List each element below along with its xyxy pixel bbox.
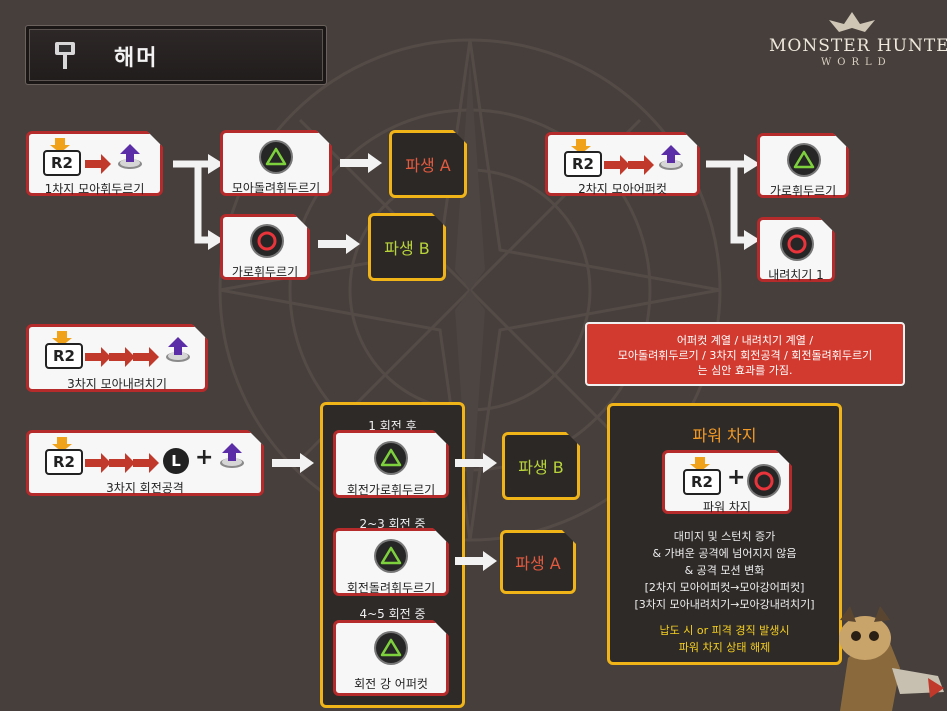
combo1-circle-card[interactable]: 가로휘두르기: [220, 214, 310, 280]
palico-character-image: [839, 606, 944, 711]
l-stick-button: L: [163, 448, 189, 474]
power-desc-line4: [2차지 모아어퍼컷→모아강어퍼컷]: [644, 581, 805, 594]
combo2-triangle-card[interactable]: 가로휘두르기: [757, 133, 849, 198]
combo2-circle-label: 내려치기 1: [768, 268, 824, 282]
stage2-card[interactable]: 회전돌려휘두르기: [333, 528, 449, 596]
r2-button: R2: [683, 469, 721, 495]
red-arrow-icon: [628, 155, 654, 175]
analog-up-icon: [219, 443, 245, 469]
arrow-to-derive-a: [340, 153, 382, 173]
arrow-to-stage1-result: [455, 453, 497, 473]
power-warn-line1: 납도 시 or 피격 경직 발생시: [659, 624, 790, 637]
r2-button: R2: [45, 343, 83, 369]
power-description: 대미지 및 스턴치 증가 & 가벼운 공격에 넘어지지 않음 & 공격 모션 변…: [610, 528, 839, 613]
combo1-triangle-label: 모아돌려휘두르기: [231, 181, 321, 195]
arrow-to-derive-b: [318, 234, 360, 254]
triangle-button-icon: [789, 145, 819, 175]
hammer-icon: [55, 42, 75, 69]
triangle-button-icon: [376, 443, 406, 473]
power-title: 파워 차지: [692, 426, 757, 445]
stage2-derive-a: 파생 A: [500, 530, 576, 594]
power-charge-label: 파워 차지: [703, 500, 751, 514]
combo3-label: 3차지 모아내려치기: [67, 377, 167, 391]
note-line2: 모아돌려휘두르기 / 3차지 회전공격 / 회전돌려휘두르기: [617, 349, 873, 362]
title-bar: 해머: [25, 25, 327, 85]
circle-button-icon: [749, 466, 779, 496]
power-desc-line1: 대미지 및 스턴치 증가: [673, 530, 776, 543]
red-arrow-icon: [85, 347, 111, 367]
note-line3: 는 심안 효과를 가짐.: [697, 364, 793, 377]
red-arrow-icon: [85, 453, 111, 473]
red-arrow-icon: [133, 453, 159, 473]
triangle-button-icon: [261, 142, 291, 172]
spin-label: 3차지 회전공격: [106, 481, 184, 495]
logo-emblem: [829, 12, 875, 32]
red-arrow-icon: [109, 347, 135, 367]
stage3-move-label: 회전 강 어퍼컷: [354, 677, 428, 691]
arrow-to-stage2-result: [455, 551, 497, 571]
circle-button-icon: [782, 229, 812, 259]
logo-main-text: MONSTER HUNTER: [769, 36, 947, 56]
power-warning: 납도 시 or 피격 경직 발생시 파워 차지 상태 해제: [610, 622, 839, 656]
triangle-button-icon: [376, 541, 406, 571]
analog-up-icon: [117, 144, 143, 170]
stage1-derive-b: 파생 B: [502, 432, 580, 500]
power-charge-card[interactable]: R2 + 파워 차지: [662, 450, 792, 514]
logo-sub-text: WORLD: [821, 57, 892, 68]
power-desc-line3: & 공격 모션 변화: [684, 564, 765, 577]
game-logo: MONSTER HUNTER WORLD: [765, 10, 947, 75]
stage1-card[interactable]: 회전가로휘두르기: [333, 430, 449, 498]
r2-button: R2: [43, 150, 81, 176]
combo2-branch-arrows: [706, 154, 760, 250]
combo1-triangle-card[interactable]: 모아돌려휘두르기: [220, 130, 332, 196]
r2-button: R2: [564, 151, 602, 177]
power-charge-panel: 파워 차지 대미지 및 스턴치 증가 & 가벼운 공격에 넘어지지 않음 & 공…: [607, 403, 842, 665]
plus-sign: +: [727, 465, 746, 490]
red-arrow-icon: [604, 155, 630, 175]
red-arrow-icon: [85, 154, 111, 174]
combo1-derive-a: 파생 A: [389, 130, 467, 198]
stage1-header: 1 회전 후: [368, 419, 417, 433]
combo3-card[interactable]: R2 3차지 모아내려치기: [26, 324, 208, 392]
combo1-card[interactable]: R2 1차지 모아휘두르기: [26, 131, 163, 196]
stage2-move-label: 회전돌려휘두르기: [346, 581, 436, 595]
red-arrow-icon: [133, 347, 159, 367]
red-arrow-icon: [109, 453, 135, 473]
analog-up-icon: [658, 145, 684, 171]
combo1-branch-arrows: [173, 154, 224, 250]
triangle-button-icon: [376, 633, 406, 663]
power-desc-line5: [3차지 모아내려치기→모아강내려치기]: [634, 598, 815, 611]
combo2-circle-card[interactable]: 내려치기 1: [757, 217, 835, 282]
stage1-move-label: 회전가로휘두르기: [346, 483, 436, 497]
page-title: 해머: [114, 46, 159, 71]
stage3-header: 4~5 회전 중: [359, 607, 426, 621]
combo2-card[interactable]: R2 2차지 모아어퍼컷: [545, 132, 700, 196]
combo1-derive-b: 파생 B: [368, 213, 446, 281]
spin-card[interactable]: R2 L + 3차지 회전공격: [26, 430, 264, 496]
combo2-triangle-label: 가로휘두르기: [769, 184, 837, 198]
power-warn-line2: 파워 차지 상태 해제: [678, 641, 771, 654]
power-desc-line2: & 가벼운 공격에 넘어지지 않음: [652, 547, 797, 560]
arrow-to-spin-panel: [272, 453, 314, 473]
circle-button-icon: [252, 226, 282, 256]
analog-up-icon: [165, 337, 191, 363]
combo1-label: 1차지 모아휘두르기: [44, 182, 145, 196]
stage3-card[interactable]: 회전 강 어퍼컷: [333, 620, 449, 696]
r2-button: R2: [45, 449, 83, 475]
mind-eye-note: 어퍼컷 계열 / 내려치기 계열 / 모아돌려휘두르기 / 3차지 회전공격 /…: [585, 322, 905, 386]
combo1-circle-label: 가로휘두르기: [231, 265, 299, 279]
note-line1: 어퍼컷 계열 / 내려치기 계열 /: [676, 334, 814, 347]
combo2-label: 2차지 모아어퍼컷: [578, 182, 667, 196]
plus-sign: +: [195, 445, 214, 470]
stage2-header: 2~3 회전 중: [359, 517, 426, 531]
